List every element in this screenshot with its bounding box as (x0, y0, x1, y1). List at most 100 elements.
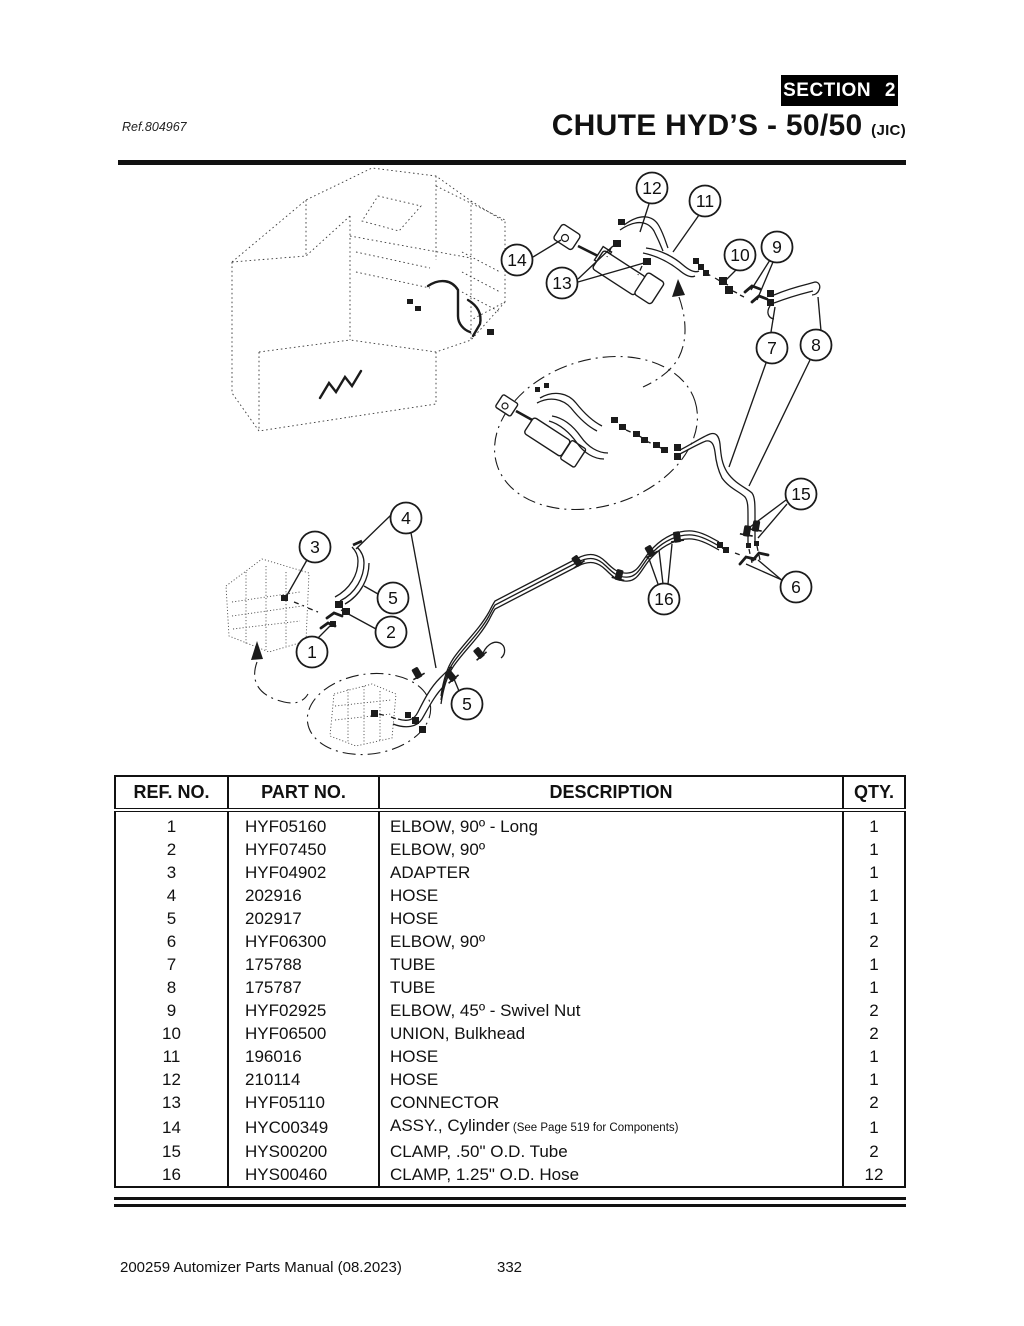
ref-no-cell: 15 (162, 1142, 181, 1161)
part-no-cell: HYF06300 (227, 930, 379, 953)
dashed-connectors (293, 247, 761, 720)
callout-10: 10 (723, 238, 757, 272)
qty-cell: 2 (842, 1022, 905, 1045)
description-cell: ASSY., Cylinder (See Page 519 for Compon… (378, 1114, 843, 1140)
column-header: PART NO. (227, 776, 379, 812)
callout-7: 7 (755, 331, 789, 365)
description-cell: CLAMP, .50" O.D. Tube (378, 1140, 843, 1163)
detail-bubbles (254, 296, 698, 756)
callout-leader-8 (748, 359, 811, 487)
qty-cell: 1 (842, 1114, 905, 1140)
svg-text:4: 4 (401, 508, 411, 528)
column-header: REF. NO. (115, 776, 228, 812)
ref-no-cell: 9 (166, 1001, 177, 1020)
cylinder-assembly-detail (495, 392, 609, 468)
valve-block-detail (329, 683, 397, 747)
callout-1: 1 (295, 635, 329, 669)
ref-no-cell: 5 (166, 909, 177, 928)
qty-cell: 2 (842, 1140, 905, 1163)
callout-leader-9 (750, 259, 771, 291)
callout-12: 12 (635, 171, 669, 205)
callout-leader-9 (756, 261, 774, 301)
description-cell: ADAPTER (378, 861, 843, 884)
footer-manual-info: 200259 Automizer Parts Manual (08.2023) (120, 1259, 402, 1276)
svg-text:5: 5 (388, 588, 398, 608)
callout-leader-11 (672, 214, 700, 253)
part-no-cell: HYF05110 (227, 1091, 379, 1114)
description-cell: CONNECTOR (378, 1091, 843, 1114)
svg-text:11: 11 (696, 191, 714, 211)
ref-no-cell: 3 (166, 863, 177, 882)
ref-no-cell: 11 (162, 1047, 181, 1066)
small-fittings (281, 219, 774, 733)
description-cell: ELBOW, 90º - Long (378, 810, 843, 838)
bottom-rule (114, 1197, 906, 1207)
qty-cell: 1 (842, 953, 905, 976)
description-cell: ELBOW, 45º - Swivel Nut (378, 999, 843, 1022)
svg-text:1: 1 (307, 642, 317, 662)
callout-leader-3 (285, 559, 308, 598)
qty-cell: 1 (842, 884, 905, 907)
callout-leader-16 (667, 543, 673, 585)
qty-cell: 1 (842, 861, 905, 884)
callout-9: 9 (760, 230, 794, 264)
valve-block-main (225, 558, 310, 653)
qty-cell: 1 (842, 907, 905, 930)
svg-text:7: 7 (767, 338, 777, 358)
part-no-cell: 196016 (227, 1045, 379, 1068)
svg-text:14: 14 (507, 250, 527, 270)
part-no-cell: HYS00200 (227, 1140, 379, 1163)
callout-leader-13 (577, 262, 645, 283)
elbow-fittings (319, 284, 770, 630)
part-no-cell: HYF04902 (227, 861, 379, 884)
callout-leader-4 (410, 532, 437, 669)
callout-11: 11 (688, 184, 722, 218)
part-no-cell: HYF07450 (227, 838, 379, 861)
description-cell: HOSE (378, 1045, 843, 1068)
svg-text:12: 12 (642, 178, 661, 198)
zoom-arrow-tail-top (642, 296, 686, 388)
part-no-cell: HYF05160 (227, 810, 379, 838)
callout-leader-4 (355, 514, 392, 550)
description-cell: HOSE (378, 1068, 843, 1091)
ref-no-cell: 14 (162, 1117, 181, 1137)
zoom-arrow-top (672, 279, 685, 297)
description-cell: ELBOW, 90º (378, 838, 843, 861)
svg-text:8: 8 (811, 335, 821, 355)
description-cell: ELBOW, 90º (378, 930, 843, 953)
footer-page-number: 332 (497, 1259, 523, 1276)
callout-3: 3 (298, 530, 332, 564)
qty-cell: 1 (842, 1068, 905, 1091)
callout-leader-2 (340, 609, 377, 630)
callout-14: 14 (500, 243, 534, 277)
ref-no-cell: 4 (166, 886, 177, 905)
section-badge: SECTION 2 (781, 75, 898, 106)
page-title-text: CHUTE HYD’S - 50/50 (551, 109, 863, 142)
callout-leader-10 (723, 269, 737, 283)
callout-leader-6 (745, 563, 783, 581)
callout-leader-5 (448, 666, 460, 692)
ref-no-cell: 10 (162, 1024, 181, 1043)
callout-leader-12 (639, 203, 650, 233)
part-no-cell: HYC00349 (227, 1114, 379, 1140)
ref-no-cell: 16 (162, 1165, 181, 1184)
callout-leader-14 (532, 239, 562, 258)
callout-5: 5 (376, 581, 410, 615)
ref-no-cell: 8 (166, 978, 177, 997)
callout-leader-13 (577, 245, 614, 280)
qty-cell: 2 (842, 1091, 905, 1114)
qty-cell: 2 (842, 999, 905, 1022)
